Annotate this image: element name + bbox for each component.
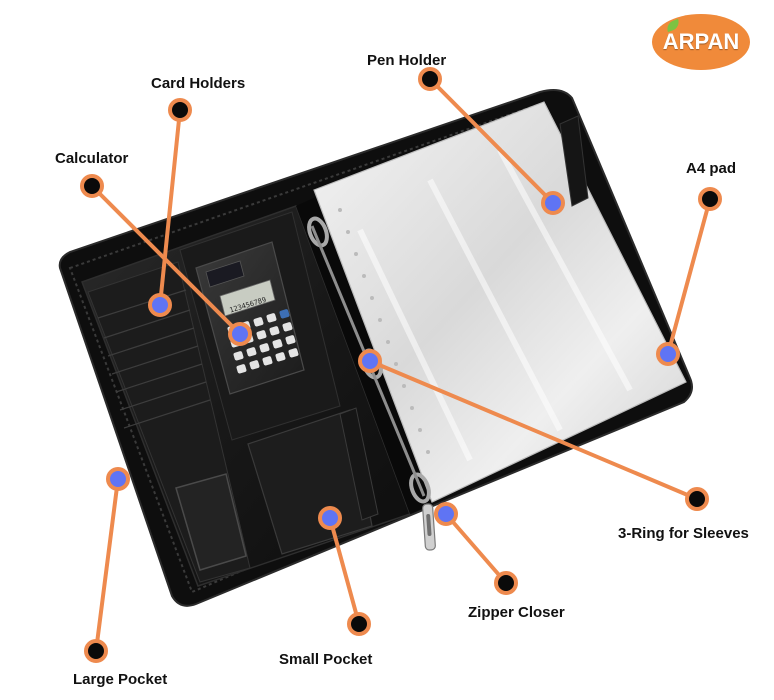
calculator-key	[266, 313, 277, 323]
calculator-solar-panel	[205, 260, 245, 288]
leader-line-pen-holder	[428, 77, 555, 205]
target-dot-pen-holder	[541, 191, 565, 215]
card-holder-slots	[97, 289, 211, 429]
label-dot-large-pocket	[84, 639, 108, 663]
label-pen-holder: Pen Holder	[367, 52, 447, 69]
label-dot-a4-pad	[698, 187, 722, 211]
calculator-key	[259, 343, 270, 353]
calculator-key	[275, 352, 286, 362]
leader-line-calculator	[90, 184, 242, 336]
target-dot-large-pocket	[106, 467, 130, 491]
label-calculator: Calculator	[55, 150, 129, 167]
label-dot-card-holders	[168, 98, 192, 122]
calculator-key	[269, 326, 280, 336]
calculator-key	[256, 330, 267, 340]
label-dot-calculator	[80, 174, 104, 198]
calculator-key	[272, 339, 283, 349]
leader-line-3-ring-for-sleeves	[368, 359, 699, 501]
label-a4-pad: A4 pad	[686, 160, 737, 177]
target-dot-calculator	[228, 322, 252, 346]
arpan-logo: ARPAN	[652, 14, 750, 70]
label-large-pocket: Large Pocket	[73, 671, 168, 688]
label-zipper-closer: Zipper Closer	[468, 604, 565, 621]
leader-line-small-pocket	[328, 516, 361, 626]
calculator-key	[288, 348, 299, 358]
clear-sleeves	[313, 101, 687, 503]
calculator-key	[249, 360, 260, 370]
calculator-display	[219, 279, 276, 317]
leader-line-card-holders	[158, 108, 182, 307]
leader-line-large-pocket	[94, 477, 120, 653]
label-card-holders: Card Holders	[151, 75, 246, 92]
target-dot-small-pocket	[318, 506, 342, 530]
calculator-key	[233, 351, 244, 361]
calculator-key	[279, 309, 290, 319]
target-dot-zipper-closer	[434, 502, 458, 526]
calculator-key	[246, 347, 257, 357]
calculator-key	[253, 317, 264, 327]
label-dot-3-ring-for-sleeves	[685, 487, 709, 511]
pen-loop-left	[339, 407, 379, 521]
id-window	[175, 473, 247, 571]
label-dot-zipper-closer	[494, 571, 518, 595]
label-dot-small-pocket	[347, 612, 371, 636]
sleeve-reflections	[357, 148, 633, 462]
target-dot-3-ring-for-sleeves	[358, 349, 382, 373]
pen-holder-loop	[559, 115, 589, 207]
target-dot-a4-pad	[656, 342, 680, 366]
callout-leader-lines	[80, 67, 722, 663]
sleeve-punch-holes	[338, 208, 430, 454]
label-3-ring-for-sleeves: 3-Ring for Sleeves	[618, 525, 749, 542]
label-dot-pen-holder	[418, 67, 442, 91]
logo-text: ARPAN	[662, 29, 740, 54]
label-small-pocket: Small Pocket	[279, 651, 373, 668]
calculator-key	[285, 335, 296, 345]
calculator-key	[236, 364, 247, 374]
leader-line-a4-pad	[666, 197, 712, 356]
calculator-key	[282, 322, 293, 332]
calculator-key	[262, 356, 273, 366]
zipper-pull	[422, 503, 436, 551]
target-dot-card-holders	[148, 293, 172, 317]
leader-line-zipper-closer	[444, 512, 508, 585]
